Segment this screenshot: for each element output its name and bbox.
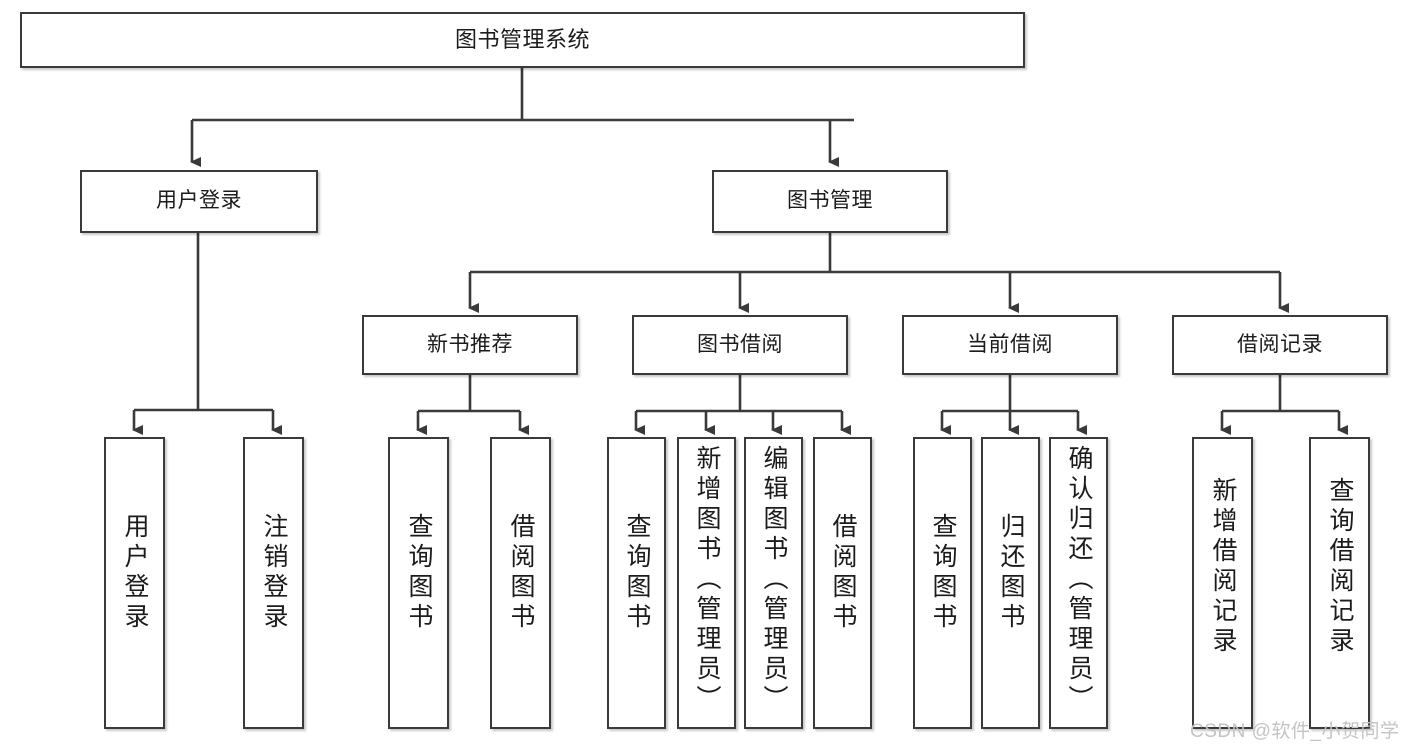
node-leaf-return-book-label: 归还图书: [997, 513, 1025, 633]
node-leaf-borrow-book-2[interactable]: 借阅图书: [813, 437, 872, 729]
node-leaf-user-login[interactable]: 用户登录: [104, 437, 165, 729]
node-borrow-record-label: 借阅记录: [1237, 332, 1323, 356]
node-current-borrow[interactable]: 当前借阅: [902, 315, 1118, 375]
node-book-borrow[interactable]: 图书借阅: [632, 315, 848, 375]
node-leaf-query-book-3[interactable]: 查询图书: [913, 437, 972, 729]
node-user-login[interactable]: 用户登录: [80, 170, 318, 233]
node-borrow-record[interactable]: 借阅记录: [1172, 315, 1388, 375]
node-leaf-query-book-1[interactable]: 查询图书: [388, 437, 449, 729]
node-leaf-borrow-book-2-label: 借阅图书: [829, 513, 857, 633]
node-leaf-confirm-return-label: 确认归还（管理员）: [1065, 445, 1093, 715]
node-leaf-logout[interactable]: 注销登录: [243, 437, 304, 729]
node-leaf-query-book-2[interactable]: 查询图书: [607, 437, 666, 729]
node-leaf-edit-book-label: 编辑图书（管理员）: [760, 445, 788, 715]
node-book-borrow-label: 图书借阅: [697, 332, 783, 356]
node-leaf-query-record[interactable]: 查询借阅记录: [1309, 437, 1370, 729]
node-leaf-query-book-3-label: 查询图书: [929, 513, 957, 633]
node-user-login-label: 用户登录: [156, 189, 242, 213]
node-leaf-logout-label: 注销登录: [260, 513, 288, 633]
node-leaf-user-login-label: 用户登录: [121, 513, 149, 633]
node-new-book-recommend-label: 新书推荐: [427, 332, 513, 356]
node-leaf-edit-book[interactable]: 编辑图书（管理员）: [744, 437, 803, 729]
node-root[interactable]: 图书管理系统: [20, 12, 1025, 68]
node-book-manage[interactable]: 图书管理: [712, 170, 948, 233]
node-leaf-add-record-label: 新增借阅记录: [1209, 477, 1237, 657]
node-leaf-query-book-2-label: 查询图书: [623, 513, 651, 633]
node-root-label: 图书管理系统: [454, 27, 590, 53]
node-leaf-query-record-label: 查询借阅记录: [1326, 477, 1354, 657]
node-leaf-add-book[interactable]: 新增图书（管理员）: [677, 437, 736, 729]
node-leaf-query-book-1-label: 查询图书: [405, 513, 433, 633]
node-leaf-borrow-book-1[interactable]: 借阅图书: [490, 437, 551, 729]
node-leaf-confirm-return[interactable]: 确认归还（管理员）: [1049, 437, 1108, 729]
csdn-watermark: CSDN @软件_小贺同学: [1190, 721, 1400, 742]
node-current-borrow-label: 当前借阅: [967, 332, 1053, 356]
node-book-manage-label: 图书管理: [787, 189, 873, 213]
node-new-book-recommend[interactable]: 新书推荐: [362, 315, 578, 375]
node-leaf-add-record[interactable]: 新增借阅记录: [1192, 437, 1253, 729]
node-leaf-borrow-book-1-label: 借阅图书: [507, 513, 535, 633]
node-leaf-return-book[interactable]: 归还图书: [981, 437, 1040, 729]
node-leaf-add-book-label: 新增图书（管理员）: [693, 445, 721, 715]
